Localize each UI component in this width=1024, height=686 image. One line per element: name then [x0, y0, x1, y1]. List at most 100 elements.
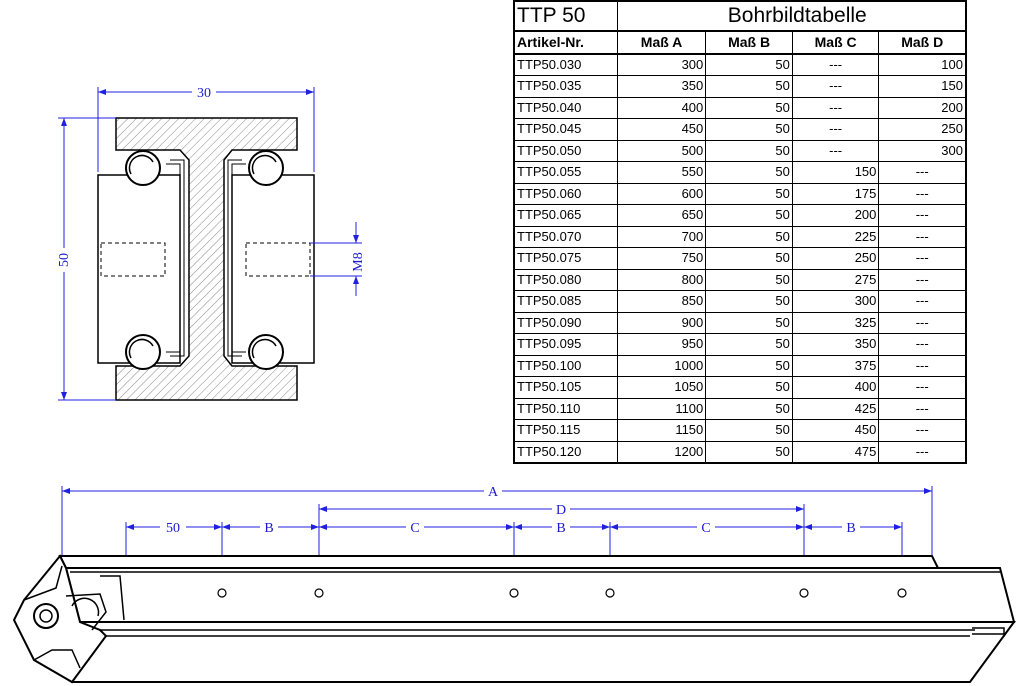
mount-hole: [605, 588, 615, 598]
dim-d-label: D: [556, 503, 566, 518]
table-cell: TTP50.070: [513, 225, 618, 248]
table-cell: 225: [791, 225, 880, 248]
table-cell: ---: [878, 354, 967, 377]
column-header: Maß A: [616, 30, 707, 55]
table-cell: 50: [705, 268, 793, 291]
table-cell: 50: [705, 247, 793, 270]
table-cell: 50: [705, 118, 793, 141]
table-cell: 100: [878, 53, 967, 76]
table-cell: 900: [616, 311, 707, 334]
dimension-height: 50: [57, 117, 116, 401]
table-cell: 325: [791, 311, 880, 334]
table-cell: 200: [878, 96, 967, 119]
rail-isometric-view: [12, 554, 1016, 684]
table-cell: TTP50.045: [513, 118, 618, 141]
right-carriage: [227, 150, 315, 370]
table-cell: 50: [705, 376, 793, 399]
table-cell: 200: [791, 204, 880, 227]
table-cell: ---: [878, 247, 967, 270]
table-cell: ---: [878, 333, 967, 356]
table-cell: 1050: [616, 376, 707, 399]
table-cell: TTP50.040: [513, 96, 618, 119]
table-cell: 1000: [616, 354, 707, 377]
table-cell: 950: [616, 333, 707, 356]
cross-section-view: 30 50 M8: [57, 86, 366, 401]
left-carriage: [97, 150, 185, 370]
table-cell: 275: [791, 268, 880, 291]
table-cell: 175: [791, 182, 880, 205]
table-cell: 500: [616, 139, 707, 162]
table-cell: 450: [616, 118, 707, 141]
table-cell: 1150: [616, 419, 707, 442]
mount-hole: [217, 588, 227, 598]
table-cell: ---: [791, 118, 880, 141]
table-cell: ---: [791, 53, 880, 76]
table-cell: 50: [705, 397, 793, 420]
table-title: TTP 50: [513, 0, 618, 32]
column-header: Maß D: [878, 30, 967, 55]
dim-b-label-1: B: [264, 521, 273, 536]
table-cell: 350: [616, 75, 707, 98]
table-cell: 750: [616, 247, 707, 270]
table-cell: TTP50.060: [513, 182, 618, 205]
table-cell: TTP50.050: [513, 139, 618, 162]
dim-50-label: 50: [166, 521, 180, 536]
table-cell: 350: [791, 333, 880, 356]
table-cell: 50: [705, 182, 793, 205]
profile-body: [115, 117, 298, 401]
table-cell: ---: [791, 139, 880, 162]
dimension-width: 30: [97, 86, 315, 172]
table-cell: 550: [616, 161, 707, 184]
table-cell: TTP50.110: [513, 397, 618, 420]
dim-b-label-2: B: [556, 521, 565, 536]
table-cell: TTP50.075: [513, 247, 618, 270]
height-label: 50: [57, 253, 72, 267]
table-cell: ---: [878, 182, 967, 205]
table-cell: ---: [878, 161, 967, 184]
table-cell: ---: [878, 397, 967, 420]
column-header: Maß B: [705, 30, 793, 55]
table-cell: 50: [705, 311, 793, 334]
table-cell: ---: [791, 96, 880, 119]
table-cell: TTP50.055: [513, 161, 618, 184]
width-label: 30: [197, 86, 211, 101]
dimension-thread: M8: [310, 222, 366, 296]
mount-hole: [314, 588, 324, 598]
table-cell: ---: [878, 290, 967, 313]
mount-hole: [509, 588, 519, 598]
table-cell: 150: [791, 161, 880, 184]
table-cell: 850: [616, 290, 707, 313]
table-cell: 1100: [616, 397, 707, 420]
dim-c-label-1: C: [410, 521, 419, 536]
table-cell: TTP50.085: [513, 290, 618, 313]
table-cell: 800: [616, 268, 707, 291]
column-header: Artikel-Nr.: [513, 30, 618, 55]
table-cell: 475: [791, 440, 880, 464]
dim-c-label-2: C: [701, 521, 710, 536]
table-cell: 450: [791, 419, 880, 442]
table-cell: 50: [705, 204, 793, 227]
table-cell: TTP50.090: [513, 311, 618, 334]
table-subtitle: Bohrbildtabelle: [616, 0, 967, 32]
table-cell: 50: [705, 225, 793, 248]
table-cell: ---: [878, 440, 967, 464]
table-cell: 375: [791, 354, 880, 377]
table-cell: ---: [878, 376, 967, 399]
table-cell: TTP50.030: [513, 53, 618, 76]
table-cell: TTP50.095: [513, 333, 618, 356]
table-cell: TTP50.065: [513, 204, 618, 227]
dim-a-label: A: [488, 485, 499, 500]
table-cell: 300: [791, 290, 880, 313]
